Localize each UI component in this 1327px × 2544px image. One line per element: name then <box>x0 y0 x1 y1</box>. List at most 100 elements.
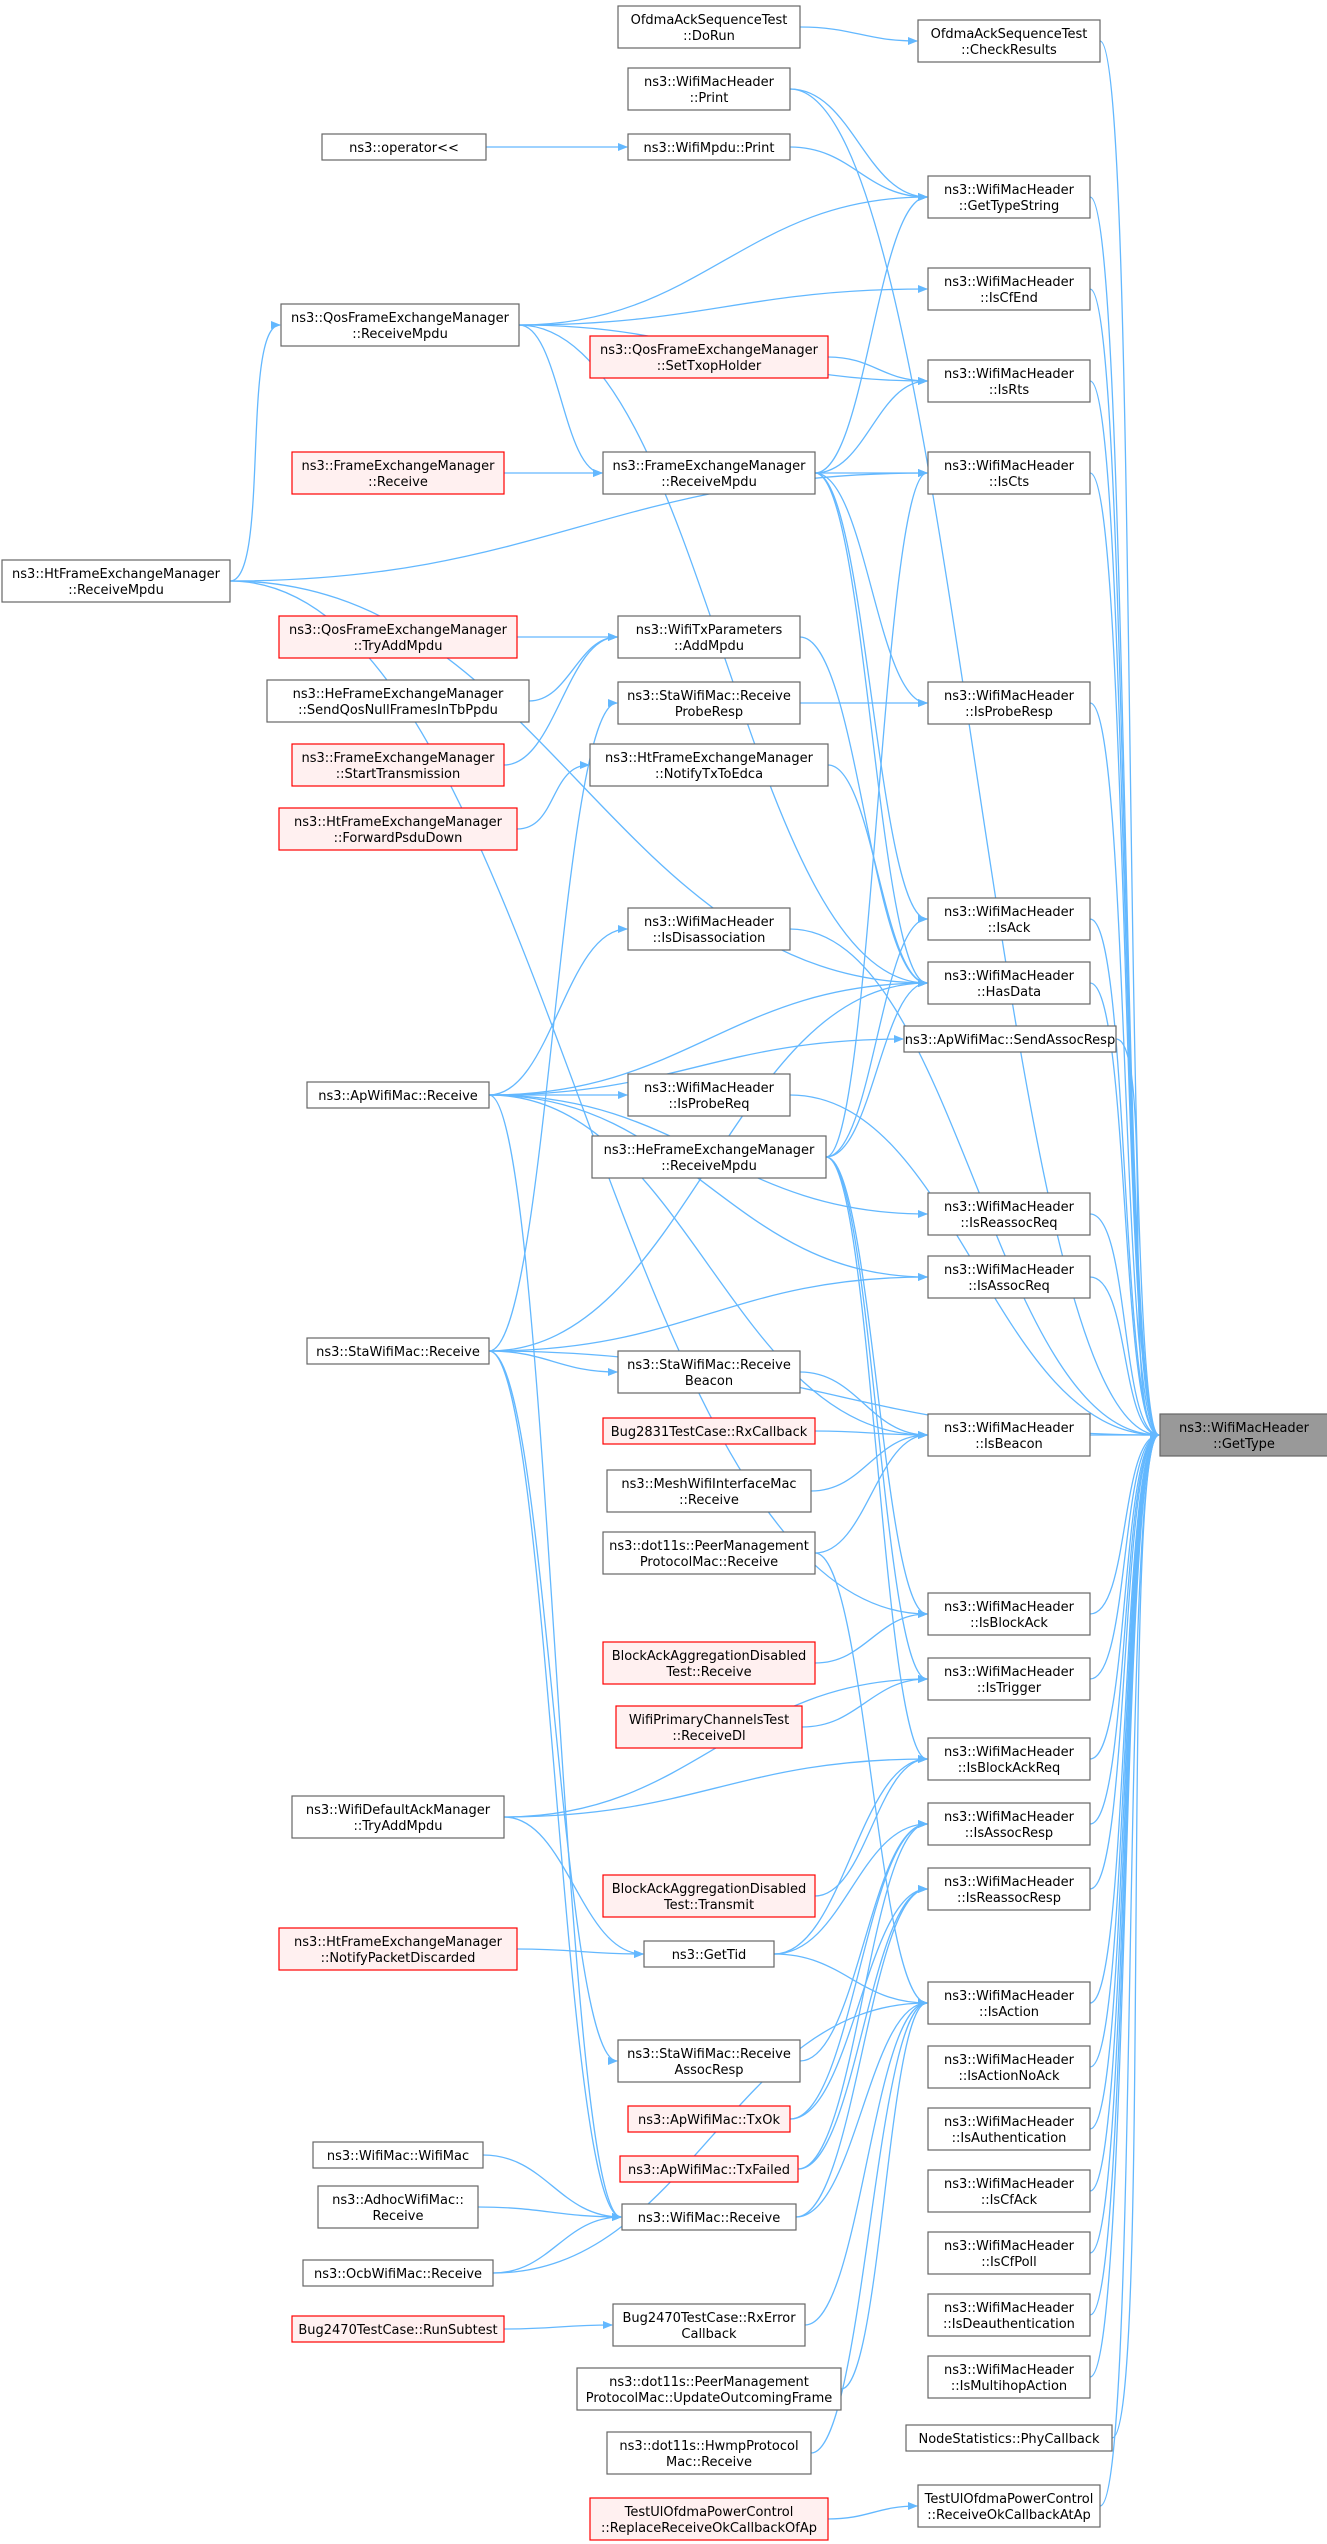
node-getType-box[interactable] <box>1159 1413 1327 1457</box>
node-isCfAck-box[interactable] <box>927 2169 1091 2213</box>
node-getTid[interactable]: ns3::GetTid <box>643 1940 775 1968</box>
node-isAssocReq-box[interactable] <box>927 1255 1091 1299</box>
node-setTxop[interactable]: ns3::QosFrameExchangeManager::SetTxopHol… <box>589 335 829 379</box>
node-staReceiveProbeResp-box[interactable] <box>617 681 801 725</box>
node-sendAssocResp[interactable]: ns3::ApWifiMac::SendAssocResp <box>903 1025 1117 1053</box>
node-isReassocResp-box[interactable] <box>927 1867 1091 1911</box>
node-checkResults-box[interactable] <box>917 19 1101 63</box>
node-replaceReceiveOk[interactable]: TestUlOfdmaPowerControl::ReplaceReceiveO… <box>589 2497 829 2541</box>
node-isDisassoc[interactable]: ns3::WifiMacHeader::IsDisassociation <box>627 907 791 951</box>
node-apTxFailed-box[interactable] <box>619 2155 799 2183</box>
node-blockAckDisabledTx[interactable]: BlockAckAggregationDisabledTest::Transmi… <box>602 1874 816 1918</box>
node-bug2470Run-box[interactable] <box>291 2315 505 2343</box>
node-operatorOut-box[interactable] <box>321 133 487 161</box>
node-hdrPrint[interactable]: ns3::WifiMacHeader::Print <box>627 67 791 111</box>
node-heSendQosNull[interactable]: ns3::HeFrameExchangeManager::SendQosNull… <box>266 679 530 723</box>
node-bug2831-box[interactable] <box>602 1417 816 1445</box>
node-femStartTx[interactable]: ns3::FrameExchangeManager::StartTransmis… <box>291 743 505 787</box>
node-bug2470Run[interactable]: Bug2470TestCase::RunSubtest <box>291 2315 505 2343</box>
node-isCts[interactable]: ns3::WifiMacHeader::IsCts <box>927 451 1091 495</box>
node-isMultihop[interactable]: ns3::WifiMacHeader::IsMultihopAction <box>927 2355 1091 2399</box>
node-meshReceive[interactable]: ns3::MeshWifiInterfaceMac::Receive <box>606 1469 812 1513</box>
node-isBlockAckReq-box[interactable] <box>927 1737 1091 1781</box>
node-mpduPrint[interactable]: ns3::WifiMpdu::Print <box>627 133 791 161</box>
node-hasData-box[interactable] <box>927 961 1091 1005</box>
node-getTypeString-box[interactable] <box>927 175 1091 219</box>
node-meshReceive-box[interactable] <box>606 1469 812 1513</box>
node-notifyTxToEdca-box[interactable] <box>589 743 829 787</box>
node-sendAssocResp-box[interactable] <box>903 1025 1117 1053</box>
node-isAuthentication-box[interactable] <box>927 2107 1091 2151</box>
node-isBlockAck-box[interactable] <box>927 1592 1091 1636</box>
node-bug2831[interactable]: Bug2831TestCase::RxCallback <box>602 1417 816 1445</box>
node-ocbReceive-box[interactable] <box>302 2259 494 2287</box>
node-heReceiveMpdu-box[interactable] <box>591 1135 827 1179</box>
node-apTxOk[interactable]: ns3::ApWifiMac::TxOk <box>627 2105 791 2133</box>
node-isMultihop-box[interactable] <box>927 2355 1091 2399</box>
node-primaryChannels-box[interactable] <box>615 1705 803 1749</box>
node-isCfAck[interactable]: ns3::WifiMacHeader::IsCfAck <box>927 2169 1091 2213</box>
node-ocbReceive[interactable]: ns3::OcbWifiMac::Receive <box>302 2259 494 2287</box>
node-isAck-box[interactable] <box>927 897 1091 941</box>
node-checkResults[interactable]: OfdmaAckSequenceTest::CheckResults <box>917 19 1101 63</box>
node-phyCallback[interactable]: NodeStatistics::PhyCallback <box>905 2424 1113 2452</box>
node-isProbeResp-box[interactable] <box>927 681 1091 725</box>
node-hdrPrint-box[interactable] <box>627 67 791 111</box>
node-isProbeResp[interactable]: ns3::WifiMacHeader::IsProbeResp <box>927 681 1091 725</box>
node-isTrigger-box[interactable] <box>927 1657 1091 1701</box>
node-femReceive-box[interactable] <box>291 451 505 495</box>
node-notifyTxToEdca[interactable]: ns3::HtFrameExchangeManager::NotifyTxToE… <box>589 743 829 787</box>
node-defaultAckTryAdd[interactable]: ns3::WifiDefaultAckManager::TryAddMpdu <box>291 1795 505 1839</box>
node-isRts[interactable]: ns3::WifiMacHeader::IsRts <box>927 359 1091 403</box>
node-wifiMacWifiMac[interactable]: ns3::WifiMac::WifiMac <box>312 2141 484 2169</box>
node-isDeauth[interactable]: ns3::WifiMacHeader::IsDeauthentication <box>927 2293 1091 2337</box>
node-isProbeReq[interactable]: ns3::WifiMacHeader::IsProbeReq <box>627 1073 791 1117</box>
node-htNotifyDiscarded-box[interactable] <box>278 1927 518 1971</box>
node-isCfEnd-box[interactable] <box>927 267 1091 311</box>
node-isAssocResp-box[interactable] <box>927 1802 1091 1846</box>
node-htForwardPsdu[interactable]: ns3::HtFrameExchangeManager::ForwardPsdu… <box>278 807 518 851</box>
node-txParamsAddMpdu[interactable]: ns3::WifiTxParameters::AddMpdu <box>617 615 801 659</box>
node-isAssocReq[interactable]: ns3::WifiMacHeader::IsAssocReq <box>927 1255 1091 1299</box>
node-isReassocResp[interactable]: ns3::WifiMacHeader::IsReassocResp <box>927 1867 1091 1911</box>
node-isReassocReq[interactable]: ns3::WifiMacHeader::IsReassocReq <box>927 1192 1091 1236</box>
node-apReceive-box[interactable] <box>306 1081 490 1109</box>
node-isCts-box[interactable] <box>927 451 1091 495</box>
node-hasData[interactable]: ns3::WifiMacHeader::HasData <box>927 961 1091 1005</box>
node-htForwardPsdu-box[interactable] <box>278 807 518 851</box>
node-blockAckDisabledTx-box[interactable] <box>602 1874 816 1918</box>
node-peerMgmtReceive-box[interactable] <box>602 1531 816 1575</box>
node-staReceiveBeacon-box[interactable] <box>617 1350 801 1394</box>
node-isAssocResp[interactable]: ns3::WifiMacHeader::IsAssocResp <box>927 1802 1091 1846</box>
node-primaryChannels[interactable]: WifiPrimaryChannelsTest::ReceiveDl <box>615 1705 803 1749</box>
node-receiveOkCb-box[interactable] <box>917 2484 1101 2528</box>
node-replaceReceiveOk-box[interactable] <box>589 2497 829 2541</box>
node-heReceiveMpdu[interactable]: ns3::HeFrameExchangeManager::ReceiveMpdu <box>591 1135 827 1179</box>
node-wifiMacReceive[interactable]: ns3::WifiMac::Receive <box>621 2203 797 2231</box>
node-doRun[interactable]: OfdmaAckSequenceTest::DoRun <box>617 5 801 49</box>
node-femStartTx-box[interactable] <box>291 743 505 787</box>
node-qosTryAddMpdu-box[interactable] <box>278 615 518 659</box>
node-isAction[interactable]: ns3::WifiMacHeader::IsAction <box>927 1981 1091 2025</box>
node-getType[interactable]: ns3::WifiMacHeader::GetType <box>1159 1413 1327 1457</box>
node-qosReceiveMpdu-box[interactable] <box>280 303 520 347</box>
node-isDisassoc-box[interactable] <box>627 907 791 951</box>
node-isRts-box[interactable] <box>927 359 1091 403</box>
node-isDeauth-box[interactable] <box>927 2293 1091 2337</box>
node-staReceiveAssocResp-box[interactable] <box>617 2039 801 2083</box>
node-isCfEnd[interactable]: ns3::WifiMacHeader::IsCfEnd <box>927 267 1091 311</box>
node-femReceiveMpdu-box[interactable] <box>602 451 816 495</box>
node-receiveOkCb[interactable]: TestUlOfdmaPowerControl::ReceiveOkCallba… <box>917 2484 1101 2528</box>
node-apReceive[interactable]: ns3::ApWifiMac::Receive <box>306 1081 490 1109</box>
node-htNotifyDiscarded[interactable]: ns3::HtFrameExchangeManager::NotifyPacke… <box>278 1927 518 1971</box>
node-qosTryAddMpdu[interactable]: ns3::QosFrameExchangeManager::TryAddMpdu <box>278 615 518 659</box>
node-wifiMacWifiMac-box[interactable] <box>312 2141 484 2169</box>
node-isProbeReq-box[interactable] <box>627 1073 791 1117</box>
node-mpduPrint-box[interactable] <box>627 133 791 161</box>
node-isTrigger[interactable]: ns3::WifiMacHeader::IsTrigger <box>927 1657 1091 1701</box>
